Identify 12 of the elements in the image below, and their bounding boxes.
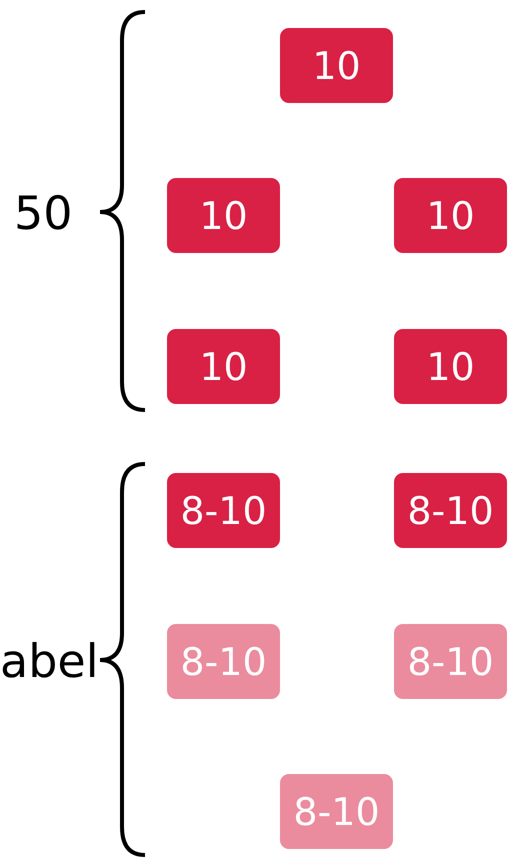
value-box: 8-10 [394, 473, 507, 548]
value-box: 10 [280, 28, 393, 103]
value-box: 8-10 [167, 473, 280, 548]
brace-label: abel [0, 638, 98, 684]
value-box: 10 [167, 329, 280, 404]
value-box: 8-10 [280, 774, 393, 849]
value-box: 8-10 [394, 624, 507, 699]
value-box: 10 [167, 178, 280, 253]
value-box: 10 [394, 329, 507, 404]
value-box: 8-10 [167, 624, 280, 699]
brace-label: 50 [14, 190, 73, 236]
value-box: 10 [394, 178, 507, 253]
